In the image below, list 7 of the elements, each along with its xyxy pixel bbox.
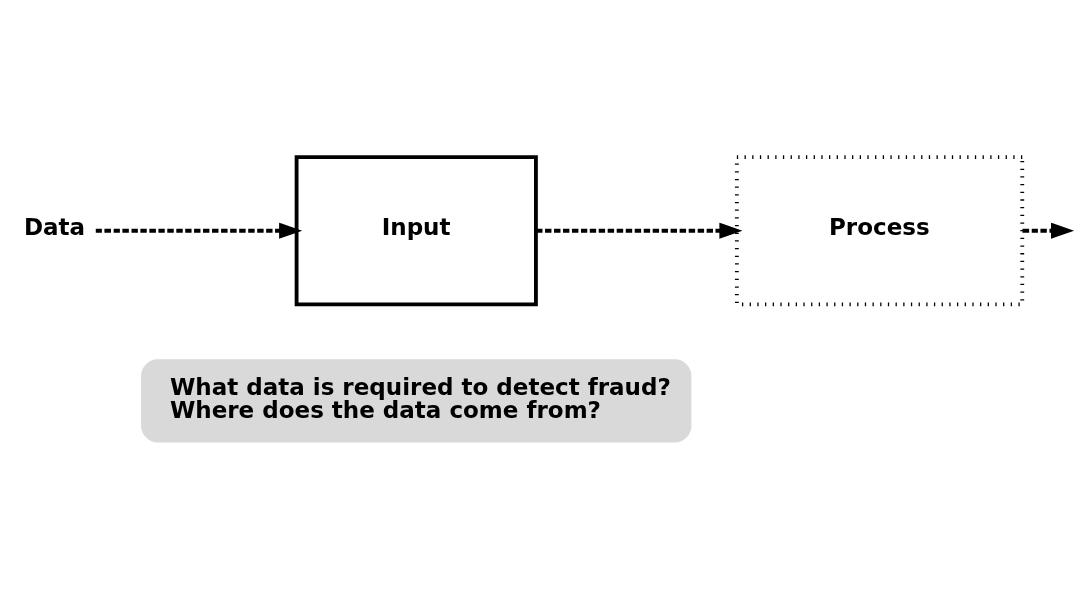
node-box: Process xyxy=(734,154,1025,306)
node-text: Data xyxy=(23,213,86,240)
arrow xyxy=(536,222,743,239)
arrow xyxy=(95,222,303,239)
node-box: Input xyxy=(294,154,538,306)
arrow xyxy=(1022,222,1075,239)
node-box: What data is required to detect fraud? Where does the data come from? xyxy=(141,358,692,442)
